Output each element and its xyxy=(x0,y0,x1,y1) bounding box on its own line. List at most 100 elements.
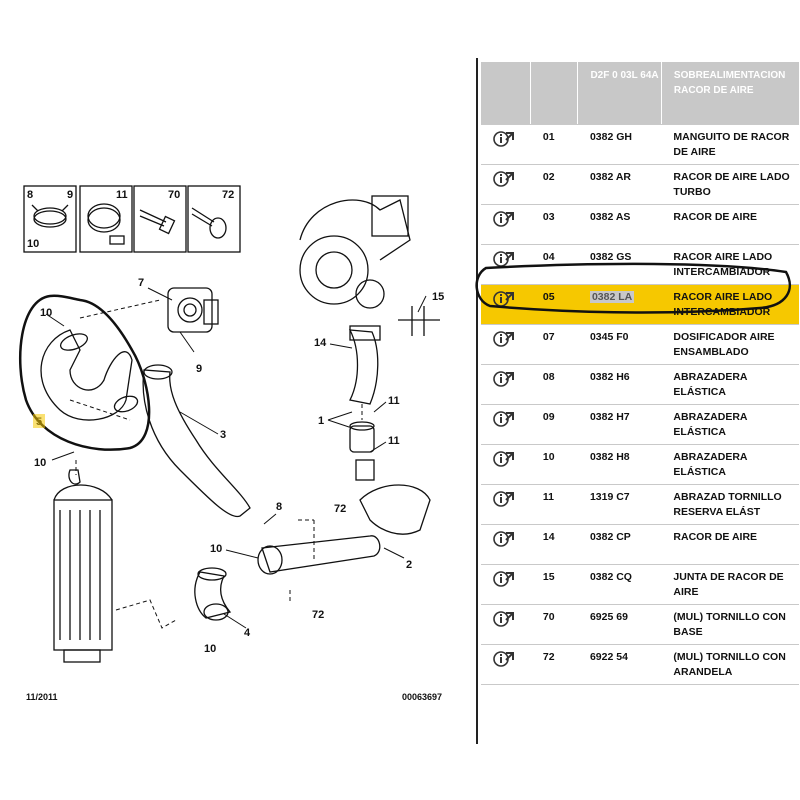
legend-box-screw-washer xyxy=(187,185,241,253)
part-14-air-fitting xyxy=(348,325,381,405)
row-number: 15 xyxy=(530,564,578,605)
info-arrow-icon[interactable] xyxy=(481,124,531,165)
callout-14: 14 xyxy=(314,337,327,349)
row-reference: 6922 54 xyxy=(577,644,662,685)
row-description: ABRAZAD TORNILLO RESERVA ELÁST xyxy=(661,484,799,525)
info-arrow-icon[interactable] xyxy=(481,284,531,325)
legend-box-clamp xyxy=(23,185,77,253)
row-reference-text: 0382 H7 xyxy=(589,411,630,423)
row-reference-text: 0382 GS xyxy=(589,251,632,263)
row-reference: 0382 LA xyxy=(577,284,662,325)
row-reference: 0382 CP xyxy=(577,524,662,565)
legend-num-9: 9 xyxy=(67,189,73,201)
diagram-date: 11/2011 xyxy=(26,692,58,702)
callout-72-b: 72 xyxy=(312,609,324,621)
diagram-code: 00063697 xyxy=(402,692,442,702)
callout-9: 9 xyxy=(196,363,202,375)
row-reference-text: 0345 F0 xyxy=(589,331,629,343)
row-number: 70 xyxy=(530,604,578,645)
row-description: ABRAZADERA ELÁSTICA xyxy=(661,404,799,445)
legend-num-70: 70 xyxy=(168,189,180,201)
info-arrow-icon[interactable] xyxy=(481,524,531,565)
callout-5-highlight xyxy=(33,414,45,428)
callout-72-a: 72 xyxy=(334,503,346,515)
info-arrow-icon[interactable] xyxy=(481,444,531,485)
row-reference-text: 0382 CP xyxy=(589,531,631,543)
legend-num-11: 11 xyxy=(116,189,128,201)
info-arrow-icon[interactable] xyxy=(481,364,531,405)
row-reference-text: 0382 H8 xyxy=(589,451,630,463)
callout-2: 2 xyxy=(406,559,412,571)
row-description: DOSIFICADOR AIRE ENSAMBLADO xyxy=(661,324,799,365)
row-reference: 0382 H7 xyxy=(577,404,662,445)
info-arrow-icon[interactable] xyxy=(481,324,531,365)
row-description: JUNTA DE RACOR DE AIRE xyxy=(661,564,799,605)
info-arrow-icon[interactable] xyxy=(481,404,531,445)
callout-1: 1 xyxy=(318,415,324,427)
table-header-row: D2F 0 03L 64A SOBREALIMENTACION RACOR DE… xyxy=(481,62,799,125)
info-arrow-icon[interactable] xyxy=(481,564,531,605)
info-arrow-icon[interactable] xyxy=(481,244,531,285)
part-15-gasket xyxy=(398,306,440,336)
row-reference: 0382 GH xyxy=(577,124,662,165)
info-arrow-icon[interactable] xyxy=(481,204,531,245)
info-arrow-icon[interactable] xyxy=(481,604,531,645)
row-description: RACOR AIRE LADO INTERCAMBIADOR xyxy=(661,244,799,285)
callout-10-c: 10 xyxy=(210,543,222,555)
callout-3: 3 xyxy=(220,429,226,441)
row-number: 05 xyxy=(530,284,578,325)
callout-11-b: 11 xyxy=(388,435,400,447)
info-arrow-icon[interactable] xyxy=(481,164,531,205)
row-reference: 0382 H8 xyxy=(577,444,662,485)
row-number: 02 xyxy=(530,164,578,205)
row-reference: 0345 F0 xyxy=(577,324,662,365)
row-number: 72 xyxy=(530,644,578,685)
row-description: RACOR DE AIRE xyxy=(661,204,799,245)
legend-num-10: 10 xyxy=(27,238,39,250)
turbocharger xyxy=(299,195,411,309)
row-reference-text: 0382 AS xyxy=(589,211,631,223)
header-ref-col: D2F 0 03L 64A xyxy=(577,62,662,125)
legend-num-72: 72 xyxy=(222,189,234,201)
exploded-parts-diagram: 10 7 9 3 5 10 8 72 10 4 10 72 2 14 15 1 … xyxy=(18,185,444,702)
info-arrow-icon[interactable] xyxy=(481,484,531,525)
header-icon-col xyxy=(481,62,532,125)
row-reference-text: 0382 CQ xyxy=(589,571,632,583)
legend-box-screw-base xyxy=(133,185,187,253)
row-reference: 0382 AS xyxy=(577,204,662,245)
row-description: RACOR DE AIRE xyxy=(661,524,799,565)
callout-7: 7 xyxy=(138,277,144,289)
row-reference-text: 0382 GH xyxy=(589,131,632,143)
callout-11-a: 11 xyxy=(388,395,400,407)
row-reference: 0382 H6 xyxy=(577,364,662,405)
callout-4: 4 xyxy=(244,627,251,639)
part-1-sleeve xyxy=(349,421,375,453)
callout-10-b: 10 xyxy=(34,457,46,469)
row-reference: 0382 GS xyxy=(577,244,662,285)
info-arrow-icon[interactable] xyxy=(481,644,531,685)
parts-table: D2F 0 03L 64A SOBREALIMENTACION RACOR DE… xyxy=(481,62,799,685)
header-num-col xyxy=(530,62,579,125)
intercooler xyxy=(53,469,113,663)
row-description: (MUL) TORNILLO CON ARANDELA xyxy=(661,644,799,685)
legend-num-8: 8 xyxy=(27,189,33,201)
panel-divider xyxy=(476,58,478,744)
row-number: 04 xyxy=(530,244,578,285)
table-row[interactable]: 04 0382 GS RACOR AIRE LADO INTERCAMBIADOR xyxy=(481,244,799,285)
callout-10-a: 10 xyxy=(40,307,52,319)
table-row[interactable]: 15 0382 CQ JUNTA DE RACOR DE AIRE xyxy=(481,564,799,605)
part-5-hose xyxy=(40,329,139,421)
row-reference-text: 1319 C7 xyxy=(589,491,630,503)
